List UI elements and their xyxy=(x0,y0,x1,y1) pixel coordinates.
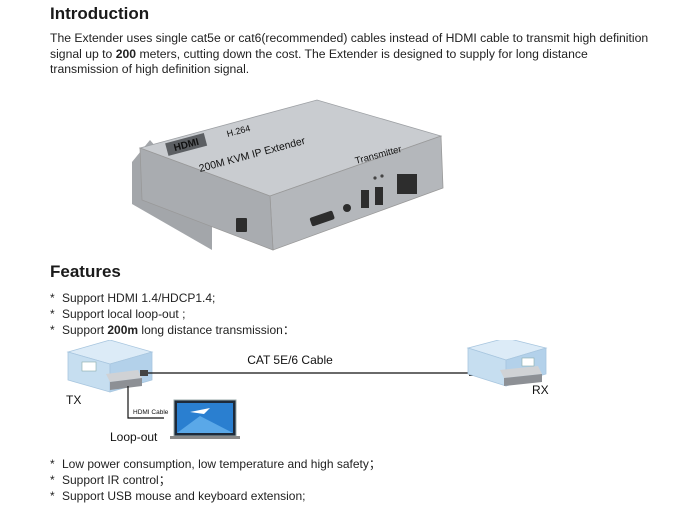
rj45-port xyxy=(397,174,417,194)
airplane-icon xyxy=(190,408,210,414)
intro-heading: Introduction xyxy=(50,4,150,23)
intro-distance: 200 xyxy=(115,46,137,61)
tx-label: TX xyxy=(66,393,81,407)
intro-text-1: The Extender uses single cat5e or cat6(r… xyxy=(50,31,649,61)
feature-item: *Low power consumption, low temperature … xyxy=(50,457,381,471)
tv-icon xyxy=(170,399,240,439)
feature-item: *Support local loop-out ; xyxy=(50,307,186,321)
usb-port-1 xyxy=(361,190,369,208)
loopout-label: Loop-out xyxy=(110,430,158,444)
feature-item: *Support IR control； xyxy=(50,473,171,487)
dc-power-port xyxy=(236,218,247,232)
feature-item: *Support HDMI 1.4/HDCP1.4; xyxy=(50,291,216,305)
rx-device-icon xyxy=(500,366,542,386)
tx-device-icon xyxy=(106,370,142,390)
status-led xyxy=(373,176,377,180)
intro-paragraph: The Extender uses single cat5e or cat6(r… xyxy=(50,31,650,78)
power-led xyxy=(380,174,384,178)
hdmi-cable-label: HDMI Cable xyxy=(133,409,169,416)
usb-port-2 xyxy=(375,187,383,205)
features-list-bottom: *Low power consumption, low temperature … xyxy=(50,456,381,504)
ir-port xyxy=(343,204,351,212)
rx-room-icon xyxy=(466,340,548,387)
hdmi-logo xyxy=(165,133,208,156)
intro-text-2: meters, cutting down the cost. The Exten… xyxy=(50,46,588,77)
cable-label: CAT 5E/6 Cable xyxy=(247,353,333,367)
feature-item: *Support 200m long distance transmission… xyxy=(50,323,295,337)
features-list-top: *Support HDMI 1.4/HDCP1.4; *Support loca… xyxy=(50,290,295,338)
cable-plug-left xyxy=(140,370,148,376)
connection-diagram: CAT 5E/6 Cable TX RX HDMI Cable Loop-out xyxy=(66,340,549,444)
extender-product-image: HDMI H.264 200M KVM IP Extender Transmit… xyxy=(132,99,444,251)
hdmi-cable-line xyxy=(127,386,164,419)
hdmi-out-port xyxy=(309,210,335,227)
rx-label: RX xyxy=(532,383,549,397)
features-heading: Features xyxy=(50,262,121,281)
feature-item: *Support USB mouse and keyboard extensio… xyxy=(50,489,306,503)
